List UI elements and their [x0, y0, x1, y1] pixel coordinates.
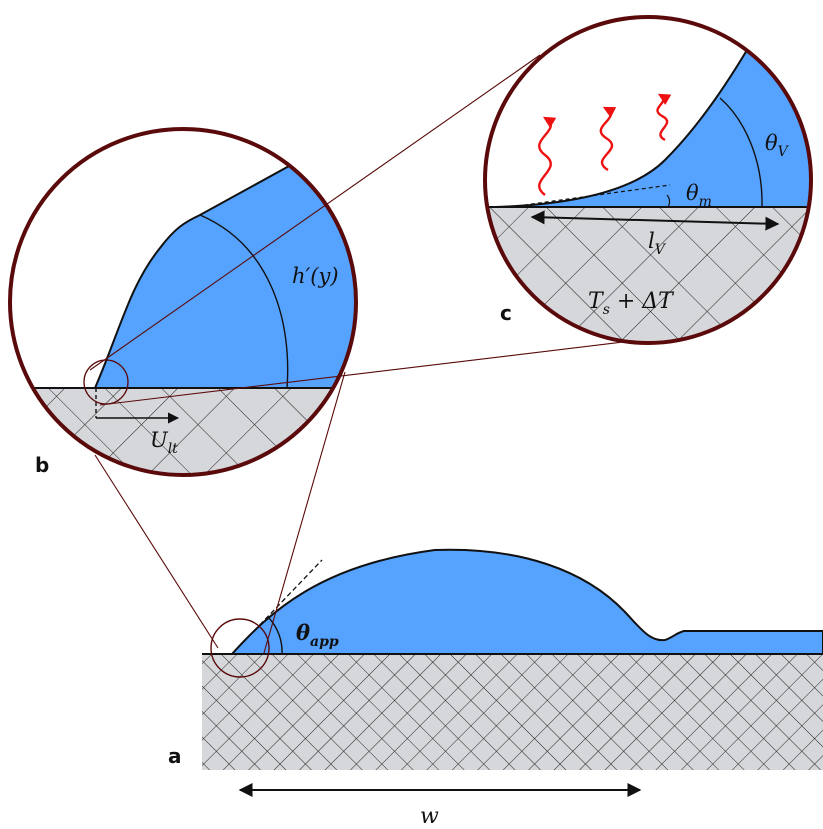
substrate-b [10, 388, 356, 475]
zoom-guides-a-b [94, 371, 346, 654]
panel-c-label: c [500, 301, 512, 325]
substrate-a [202, 654, 823, 770]
panel-a-label: a [168, 744, 182, 768]
zoom-guides-b-c [89, 54, 641, 406]
l-v-arrow [530, 210, 780, 231]
h-prime-label: h′(y) [292, 264, 339, 288]
theta-v-arc [719, 97, 763, 208]
width-label: w [420, 804, 439, 829]
theta-m-arc [666, 194, 671, 208]
temperature-label: Ts + ΔT [588, 289, 675, 318]
droplet [229, 548, 823, 655]
panel-b-label: b [35, 453, 49, 477]
theta-m-tangent [509, 184, 671, 208]
heat-arrows [538, 93, 672, 196]
panel-c: θV θm lV Ts + ΔT c [483, 15, 813, 345]
zoom-circle-a [210, 618, 270, 678]
theta-app-arc [267, 616, 283, 655]
magnifier-b [8, 127, 358, 477]
panel-b: h′(y) Ult b [8, 127, 358, 477]
h-prime-arc [199, 214, 289, 389]
magnifier-c [483, 15, 813, 345]
panel-a: θapp w a [168, 548, 823, 829]
